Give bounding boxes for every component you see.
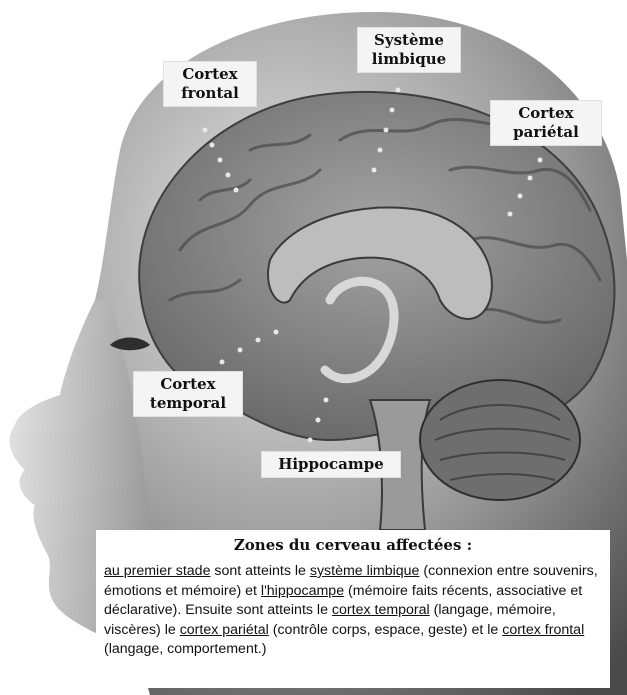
info-box: Zones du cerveau affectées : au premier … xyxy=(96,530,610,688)
label-line: Système xyxy=(364,31,454,50)
label-cortex-frontal: Cortex frontal xyxy=(164,62,256,106)
term-systeme-limbique: système limbique xyxy=(310,563,420,579)
info-text: (langage, comportement.) xyxy=(104,641,266,657)
label-cortex-parietal: Cortex pariétal xyxy=(491,101,601,145)
label-systeme-limbique: Système limbique xyxy=(358,28,460,72)
term-cortex-temporal: cortex temporal xyxy=(332,602,430,618)
label-line: limbique xyxy=(364,50,454,69)
info-text: sont atteints le xyxy=(210,563,309,579)
label-line: Hippocampe xyxy=(268,455,394,474)
term-cortex-frontal: cortex frontal xyxy=(502,622,584,638)
term-hippocampe: l'hippocampe xyxy=(261,583,344,599)
label-line: frontal xyxy=(170,84,250,103)
info-body: au premier stade sont atteints le systèm… xyxy=(104,562,602,660)
label-line: Cortex xyxy=(140,375,236,394)
term-premier-stade: au premier stade xyxy=(104,563,210,579)
term-cortex-parietal: cortex pariétal xyxy=(180,622,269,638)
label-cortex-temporal: Cortex temporal xyxy=(134,372,242,416)
label-line: pariétal xyxy=(497,123,595,142)
label-line: Cortex xyxy=(170,65,250,84)
info-title: Zones du cerveau affectées : xyxy=(104,536,602,554)
cerebellum xyxy=(420,380,580,500)
label-hippocampe: Hippocampe xyxy=(262,452,400,477)
label-line: temporal xyxy=(140,394,236,413)
label-line: Cortex xyxy=(497,104,595,123)
info-text: (contrôle corps, espace, geste) et le xyxy=(269,622,502,638)
